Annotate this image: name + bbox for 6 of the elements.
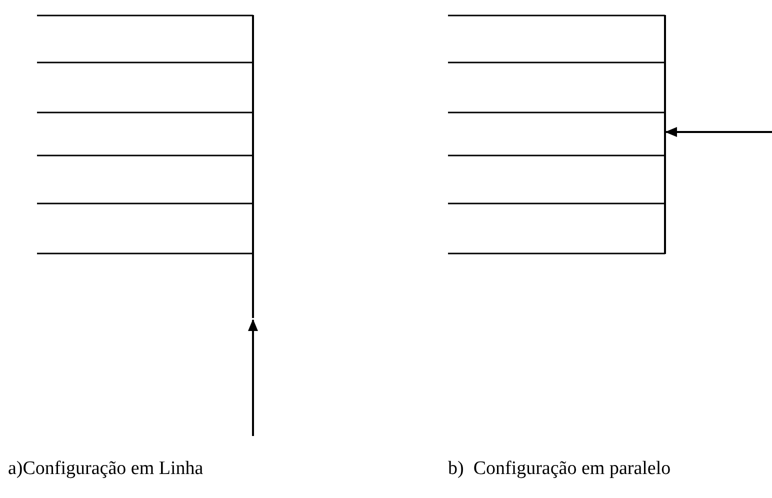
- bus-line: [664, 15, 666, 254]
- arrow: [665, 127, 772, 137]
- caption: b) Configuração em paralelo: [448, 458, 671, 481]
- caption: a)Configuração em Linha: [8, 458, 204, 481]
- arrow: [248, 319, 258, 436]
- bus-line: [252, 15, 254, 318]
